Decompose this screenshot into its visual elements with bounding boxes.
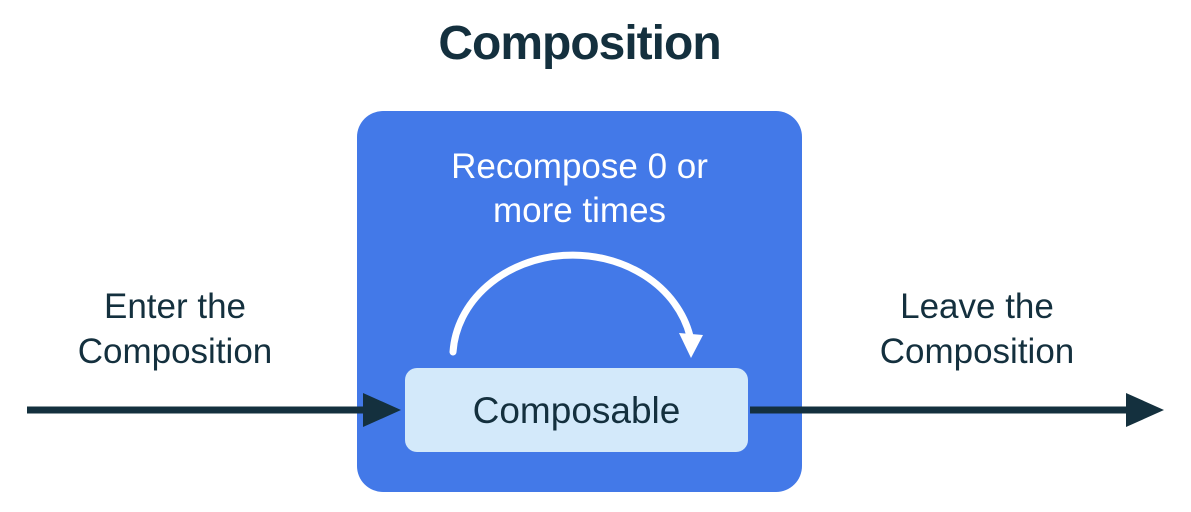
- composable-label: Composable: [472, 389, 681, 431]
- composable-box: Composable: [405, 368, 748, 452]
- leave-composition-label: Leave the Composition: [879, 287, 1075, 371]
- enter-composition-label: Enter the Composition: [77, 287, 273, 371]
- leave-arrow-head: [1126, 393, 1164, 427]
- recompose-label: Recompose 0 or more times: [451, 147, 708, 230]
- diagram-title: Composition: [438, 17, 721, 70]
